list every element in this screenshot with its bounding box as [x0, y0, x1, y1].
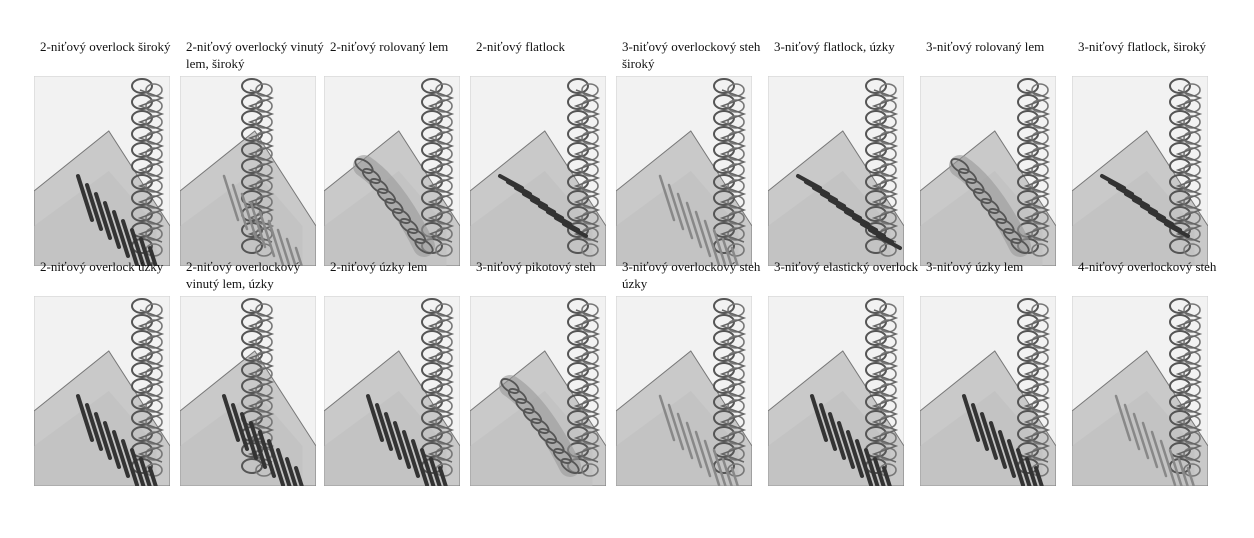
stitch-cell: 2-niťový overlock široký — [34, 38, 182, 268]
stitch-cell: 4-niťový overlockový steh — [1072, 258, 1220, 488]
stitch-illustration — [920, 76, 1056, 266]
stitch-label: 2-niťový overlock úzky — [40, 259, 164, 274]
stitch-cell: 2-niťový overlocký vinutý lem, široký — [180, 38, 328, 268]
stitch-illustration — [768, 296, 904, 486]
stitch-illustration — [470, 296, 606, 486]
stitch-illustration — [324, 76, 460, 266]
stitch-cell: 2-niťový overlockový vinutý lem, úzky — [180, 258, 328, 488]
stitch-label: 2-niťový úzky lem — [330, 259, 428, 274]
stitch-cell: 3-niťový rolovaný lem — [920, 38, 1068, 268]
stitch-illustration — [34, 76, 170, 266]
stitch-cell: 2-niťový rolovaný lem — [324, 38, 472, 268]
stitch-cell: 3-niťový flatlock, široký — [1072, 38, 1220, 268]
stitch-label: 2-niťový overlocký vinutý lem, široký — [186, 39, 324, 71]
stitch-cell: 3-niťový pikotový steh — [470, 258, 618, 488]
stitch-cell: 3-niťový overlockový steh široký — [616, 38, 764, 268]
stitch-illustration — [180, 296, 316, 486]
stitch-cell: 2-niťový úzky lem — [324, 258, 472, 488]
stitch-label: 2-niťový rolovaný lem — [330, 39, 449, 54]
stitch-illustration — [180, 76, 316, 266]
stitch-cell: 3-niťový úzky lem — [920, 258, 1068, 488]
stitch-label: 2-niťový overlock široký — [40, 39, 171, 54]
stitch-illustration — [920, 296, 1056, 486]
stitch-cell: 2-niťový overlock úzky — [34, 258, 182, 488]
stitch-cell: 3-niťový flatlock, úzky — [768, 38, 916, 268]
stitch-illustration — [34, 296, 170, 486]
stitch-cell: 2-niťový flatlock — [470, 38, 618, 268]
stitch-label: 3-niťový flatlock, široký — [1078, 39, 1206, 54]
stitch-illustration — [1072, 76, 1208, 266]
stitch-cell: 3-niťový overlockový steh úzky — [616, 258, 764, 488]
stitch-label: 4-niťový overlockový steh — [1078, 259, 1217, 274]
stitch-illustration — [470, 76, 606, 266]
stitch-illustration — [768, 76, 904, 266]
stitch-label: 2-niťový flatlock — [476, 39, 565, 54]
stitch-label: 3-niťový elastický overlock — [774, 259, 919, 274]
stitch-cell: 3-niťový elastický overlock — [768, 258, 918, 488]
stitch-illustration — [616, 76, 752, 266]
stitch-illustration — [324, 296, 460, 486]
stitch-illustration — [616, 296, 752, 486]
stitch-label: 3-niťový overlockový steh úzky — [622, 259, 761, 291]
stitch-label: 3-niťový overlockový steh široký — [622, 39, 761, 71]
stitch-label: 3-niťový pikotový steh — [476, 259, 596, 274]
stitch-label: 3-niťový rolovaný lem — [926, 39, 1045, 54]
stitch-label: 3-niťový flatlock, úzky — [774, 39, 895, 54]
stitch-label: 2-niťový overlockový vinutý lem, úzky — [186, 259, 301, 291]
stitch-illustration — [1072, 296, 1208, 486]
stitch-label: 3-niťový úzky lem — [926, 259, 1024, 274]
